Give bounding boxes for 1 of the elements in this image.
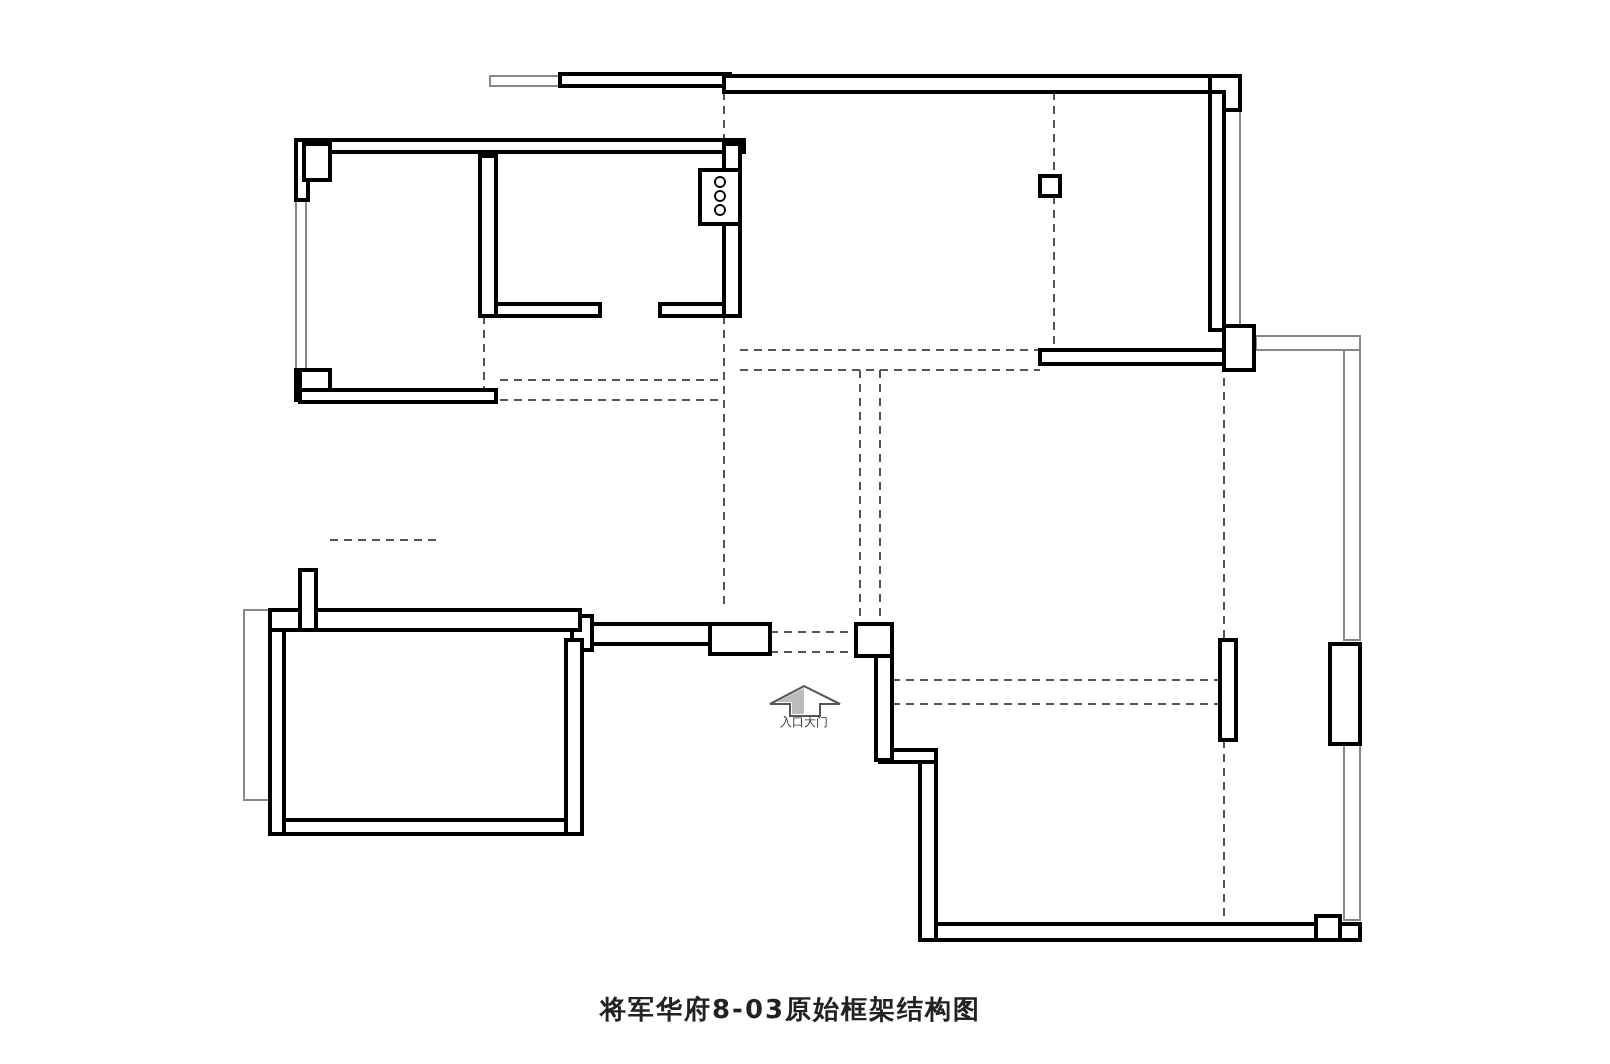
drawing-caption: 将军华府8-03原始框架结构图	[600, 993, 982, 1028]
